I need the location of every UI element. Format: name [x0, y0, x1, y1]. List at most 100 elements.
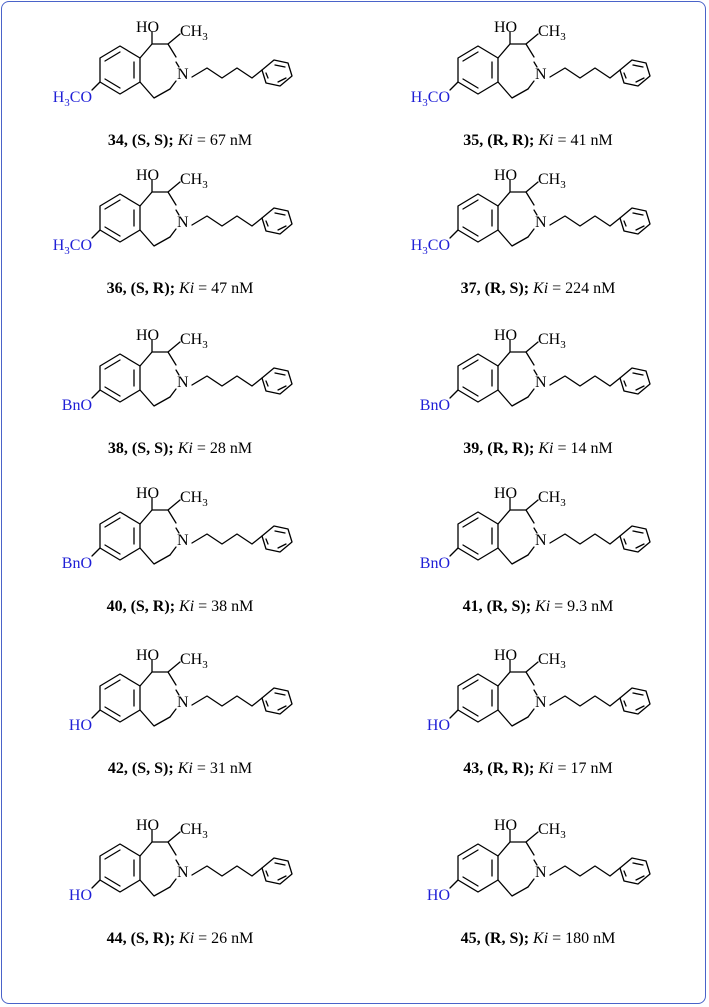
methyl-bond — [525, 831, 539, 843]
compound-id: 40 — [106, 598, 123, 615]
aromatic-double-bond — [274, 372, 286, 376]
azepine-ring — [497, 389, 529, 407]
nitrogen-label: N — [535, 66, 547, 83]
azepine-ring — [527, 80, 535, 90]
ki-value: 26 nM — [211, 930, 254, 947]
stereo-configuration: (S, R) — [130, 930, 170, 947]
aromatic-double-bond — [632, 64, 644, 68]
compound-caption: 37, (R, S); Ki = 224 nM — [460, 280, 616, 297]
methyl-bond — [167, 341, 181, 353]
nitrogen-label: N — [535, 374, 547, 391]
ki-symbol: Ki — [179, 280, 195, 297]
azepine-ring — [139, 879, 171, 897]
azepine-ring — [175, 859, 180, 866]
aromatic-double-bond — [462, 226, 479, 237]
compound-caption: 45, (R, S); Ki = 180 nM — [460, 930, 616, 947]
hydroxyl-label: HO — [136, 19, 159, 36]
benzene-ring-b — [619, 59, 651, 87]
ki-symbol: Ki — [538, 132, 554, 149]
aromatic-double-bond — [635, 875, 645, 881]
aromatic-double-bond — [635, 77, 645, 83]
aromatic-double-bond — [623, 538, 627, 545]
compound-id: 44 — [106, 930, 123, 947]
compound-caption: 36, (S, R); Ki = 47 nM — [106, 280, 254, 297]
ki-symbol: Ki — [533, 930, 549, 947]
compound-id: 36 — [106, 280, 123, 297]
benzene-ring-b — [261, 207, 293, 235]
hydroxyl-label: HO — [494, 19, 517, 36]
butyl-chain — [191, 375, 263, 387]
azepine-ring — [139, 191, 177, 207]
azepine-ring — [497, 351, 535, 367]
benzene-ring-b — [619, 857, 651, 885]
compound-panel-39: HO CH3 N BnO 39, (R, R); Ki = 14 nM — [388, 320, 688, 470]
methyl-bond — [167, 181, 181, 193]
substituent-label: BnO — [62, 555, 92, 572]
stereo-configuration: (S, R) — [130, 598, 170, 615]
methyl-label: CH3 — [180, 171, 208, 191]
substituent-label: BnO — [420, 555, 450, 572]
substituent-label: H3CO — [53, 237, 92, 257]
butyl-chain — [549, 695, 621, 707]
hydroxyl-label: HO — [494, 817, 517, 834]
substituent-label: H3CO — [411, 89, 450, 109]
substituent-bond — [449, 81, 459, 91]
substituent-label: H3CO — [53, 89, 92, 109]
stereo-configuration: (R, R) — [487, 440, 530, 457]
azepine-ring — [497, 879, 529, 897]
benzene-ring-b — [261, 59, 293, 87]
molecule-structure: HO CH3 N BnO — [420, 485, 651, 572]
aromatic-double-bond — [462, 849, 479, 860]
compound-id: 43 — [463, 760, 480, 777]
azepine-ring — [175, 369, 180, 376]
butyl-chain — [191, 215, 263, 227]
aromatic-double-bond — [274, 212, 286, 216]
azepine-ring — [533, 209, 538, 216]
substituent-bond — [91, 229, 101, 239]
compound-panel-37: HO CH3 N H3CO 37, (R, S); Ki = 224 nM — [388, 160, 688, 310]
aromatic-double-bond — [462, 876, 479, 887]
ki-symbol: Ki — [538, 440, 554, 457]
azepine-ring — [533, 369, 538, 376]
aromatic-double-bond — [104, 517, 121, 528]
compound-caption: 43, (R, R); Ki = 17 nM — [463, 760, 613, 777]
nitrogen-label: N — [535, 214, 547, 231]
butyl-chain — [191, 865, 263, 877]
compound-id: 37 — [460, 280, 477, 297]
butyl-chain — [549, 67, 621, 79]
aromatic-double-bond — [104, 78, 121, 89]
azepine-ring — [533, 689, 538, 696]
aromatic-double-bond — [104, 386, 121, 397]
compound-panel-44: HO CH3 N HO 44, (S, R); Ki = 26 nM — [30, 810, 330, 960]
compound-id: 34 — [107, 132, 124, 149]
nitrogen-label: N — [535, 532, 547, 549]
stereo-configuration: (R, S) — [484, 930, 524, 947]
substituent-bond — [449, 879, 459, 889]
methyl-label: CH3 — [538, 331, 566, 351]
methyl-bond — [167, 499, 181, 511]
methyl-bond — [525, 181, 539, 193]
azepine-ring — [533, 859, 538, 866]
aromatic-double-bond — [635, 705, 645, 711]
azepine-ring — [139, 351, 177, 367]
aromatic-double-bond — [635, 225, 645, 231]
butyl-chain — [549, 865, 621, 877]
azepine-ring — [139, 841, 177, 857]
benzene-ring-b — [261, 367, 293, 395]
aromatic-double-bond — [623, 220, 627, 227]
butyl-chain — [549, 533, 621, 545]
azepine-ring — [497, 547, 529, 565]
compound-panel-34: HO CH3 N H3CO 34, (S, S); Ki = 67 nM — [30, 12, 330, 162]
aromatic-double-bond — [265, 72, 269, 79]
aromatic-double-bond — [104, 51, 121, 62]
stereo-configuration: (R, R) — [487, 760, 530, 777]
methyl-label: CH3 — [538, 171, 566, 191]
azepine-ring — [169, 80, 177, 90]
azepine-ring — [527, 546, 535, 556]
substituent-bond — [91, 389, 101, 399]
aromatic-double-bond — [632, 372, 644, 376]
azepine-ring — [169, 546, 177, 556]
nitrogen-label: N — [177, 864, 189, 881]
aromatic-double-bond — [104, 199, 121, 210]
azepine-ring — [497, 81, 529, 99]
